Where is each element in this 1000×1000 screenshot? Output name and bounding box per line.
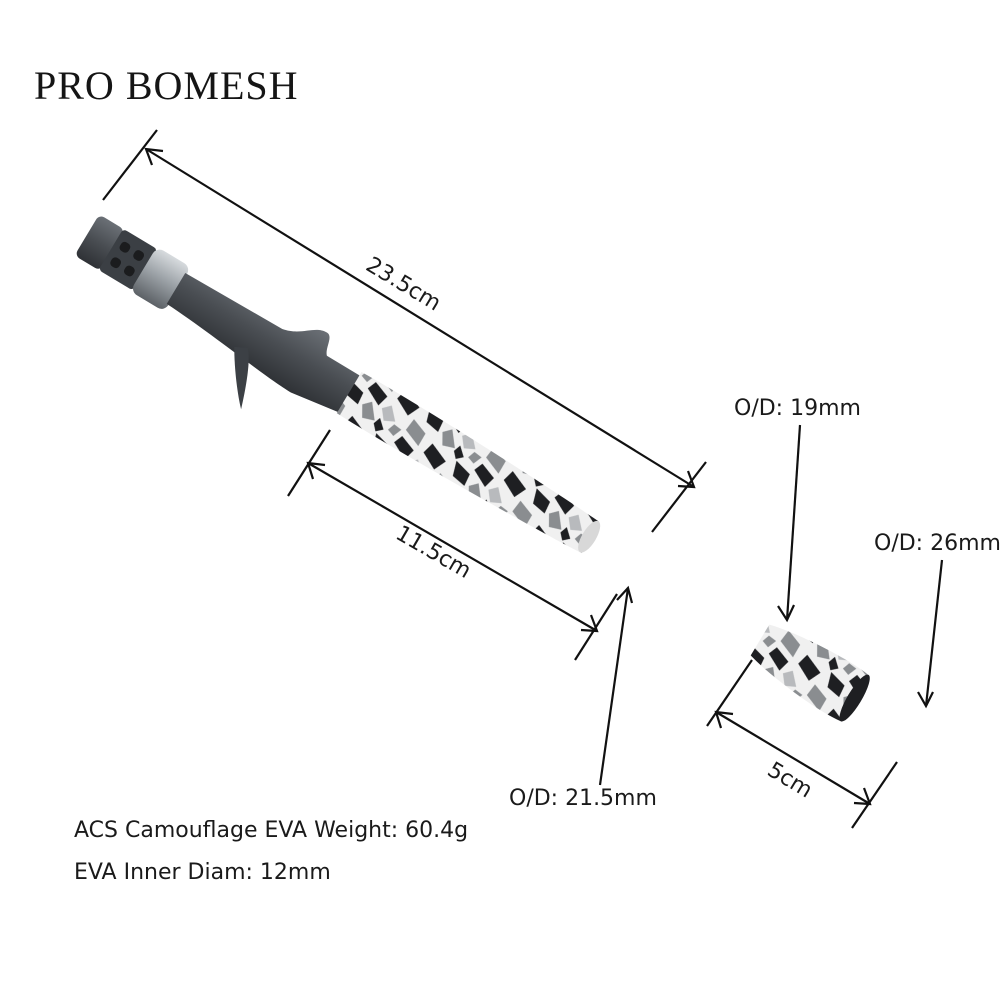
- grip-length-dimension-line: [307, 462, 598, 632]
- end-length-dimension-line: [715, 711, 871, 805]
- casting-handle: [76, 216, 601, 554]
- camo-grip: [336, 371, 599, 554]
- end-od-small-arrow: [785, 424, 802, 621]
- material-weight-spec: ACS Camouflage EVA Weight: 60.4g: [74, 818, 469, 843]
- reel-seat: [166, 273, 360, 414]
- total-length-dimension-line: [145, 148, 695, 488]
- handle-nut: [76, 216, 123, 269]
- total-length-ext-left: [102, 129, 158, 201]
- end-length-ext-right: [851, 761, 898, 829]
- grip-od-arrow: [598, 587, 630, 786]
- inner-diam-spec: EVA Inner Diam: 12mm: [74, 860, 331, 885]
- end-length-ext-left: [706, 659, 753, 727]
- end-od-large-arrow: [924, 559, 944, 707]
- end-od-small-label: O/D: 19mm: [734, 396, 861, 421]
- total-length-ext-right: [651, 461, 707, 533]
- brand-logo-text: PRO BOMESH: [34, 63, 299, 108]
- grip-od-label: O/D: 21.5mm: [509, 786, 657, 811]
- camo-end-grip: [750, 624, 870, 722]
- end-od-large-label: O/D: 26mm: [874, 531, 1000, 556]
- trigger: [234, 346, 249, 410]
